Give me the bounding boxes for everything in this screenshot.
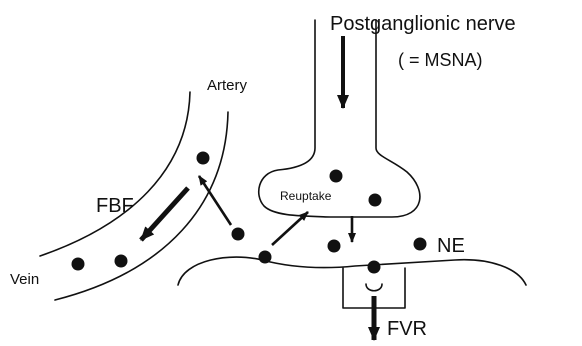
fbf-label: FBF — [96, 195, 134, 217]
ne-dot — [414, 238, 427, 251]
reuptake-label: Reuptake — [280, 189, 332, 203]
ne-dot — [328, 240, 341, 253]
ne-dot — [368, 261, 381, 274]
ne-dot — [330, 170, 343, 183]
ne-dot — [259, 251, 272, 264]
ne-dot — [232, 228, 245, 241]
msna-label: ( = MSNA) — [398, 50, 483, 70]
ne-dot — [369, 194, 382, 207]
vessel-inner-wall — [55, 112, 228, 300]
ne-dot — [72, 258, 85, 271]
ne-dot — [115, 255, 128, 268]
nerve-label: Postganglionic nerve — [330, 13, 516, 35]
arrows — [141, 36, 374, 340]
effector-cell-outline — [178, 257, 526, 285]
ne-label: NE — [437, 235, 465, 257]
reuptake-arrow — [272, 212, 308, 245]
nerve-terminal-outline — [259, 20, 420, 217]
fvr-label: FVR — [387, 318, 427, 340]
ne-dot — [197, 152, 210, 165]
artery-label: Artery — [207, 77, 248, 94]
blood-vessel — [40, 92, 228, 300]
vein-label: Vein — [10, 271, 39, 288]
vessel-outer-wall — [40, 92, 190, 256]
